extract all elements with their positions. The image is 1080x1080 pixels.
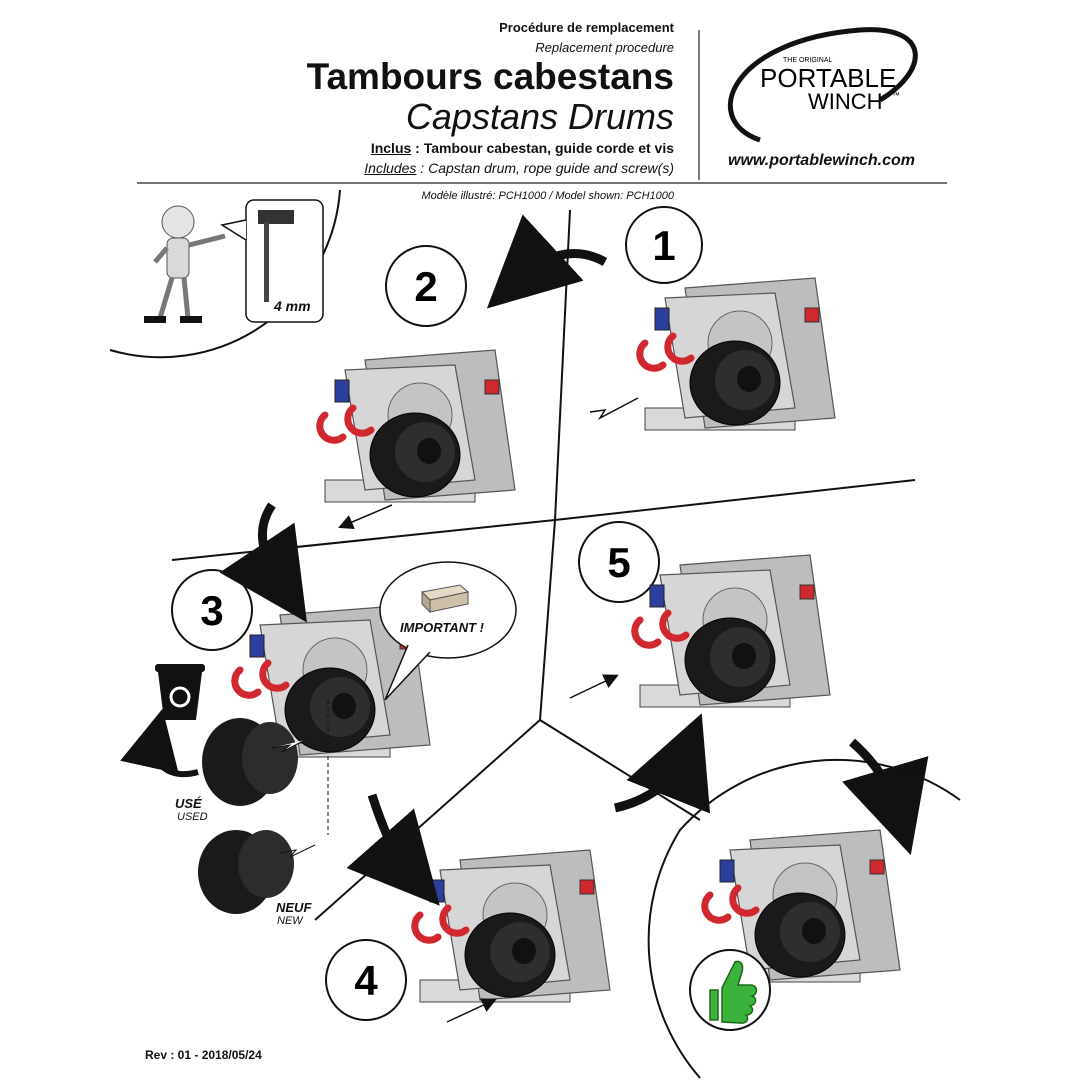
includes-en-text: : Capstan drum, rope guide and screw(s) [416,160,674,176]
model-shown: Modèle illustré: PCH1000 / Model shown: … [421,190,674,202]
winch-step-1 [640,278,835,430]
arrow-4-to-5 [613,713,711,814]
used-label-en: USED [177,811,208,823]
winch-step-5 [635,555,830,707]
step-5-number: 5 [607,539,630,586]
used-drum [202,718,306,806]
winch-step-2 [320,350,515,502]
arrow-3-to-4 [346,793,440,906]
arrow-to-bin [120,708,199,778]
step-4-number: 4 [354,957,378,1004]
arrow-1-to-2 [486,214,608,309]
important-callout [379,561,517,659]
includes-en-label: Includes [364,160,417,176]
divider-3 [171,519,556,561]
logo-the-original: THE ORIGINAL [783,57,833,64]
step-3-number: 3 [200,587,223,634]
includes-en: Includes : Capstan drum, rope guide and … [364,160,674,176]
arrow-5-to-final [842,738,929,856]
step-2-badge: 2 [385,245,467,327]
step-5-badge: 5 [578,521,660,603]
revision-label: Rev : 01 - 2018/05/24 [145,1048,262,1062]
hex-key-icon [258,210,294,302]
tool-panel-arc [109,189,341,359]
procedure-title-fr: Procédure de remplacement [499,20,674,35]
step-1-badge: 1 [625,206,703,284]
arrow-2-to-3 [219,502,307,623]
new-label-en: NEW [277,915,303,927]
shaft-key-icon [420,584,470,614]
logo-line2: WINCH [808,89,883,114]
final-panel-arc [647,758,961,1079]
install-arrow-step-5 [569,674,619,699]
step-4-badge: 4 [325,939,407,1021]
winch-step-4 [415,850,610,1002]
includes-fr: Inclus : Tambour cabestan, guide corde e… [371,140,674,156]
portablewinch-logo: THE ORIGINAL PORTABLE WINCH ™ [728,27,918,143]
new-drum [198,830,316,914]
step-2-number: 2 [414,263,437,310]
logo-line1: PORTABLE [760,63,896,93]
thumbs-up-icon [689,949,771,1031]
used-label-fr: USÉ [175,796,202,811]
install-arrow-step-4 [446,998,497,1023]
remove-arrow-step-1 [589,397,639,420]
step-3-badge: 3 [171,569,253,651]
tool-size-label: 4 mm [274,298,311,314]
logo-tm: ™ [892,91,900,100]
step-1-number: 1 [652,222,675,269]
mascot-figure [144,205,226,323]
important-label: IMPORTANT ! [400,620,485,635]
recycle-bin-icon [155,664,205,720]
remove-arrow-step-2 [338,504,393,529]
procedure-title-en: Replacement procedure [535,40,674,55]
includes-fr-text: : Tambour cabestan, guide corde et vis [411,140,674,156]
divider-4 [539,519,556,721]
includes-fr-label: Inclus [370,140,412,156]
page-title-en: Capstans Drums [405,96,674,137]
new-label-fr: NEUF [276,900,312,915]
page-title-fr: Tambours cabestans [306,56,674,97]
website-link[interactable]: www.portablewinch.com [728,152,915,169]
divider-2 [554,479,916,521]
